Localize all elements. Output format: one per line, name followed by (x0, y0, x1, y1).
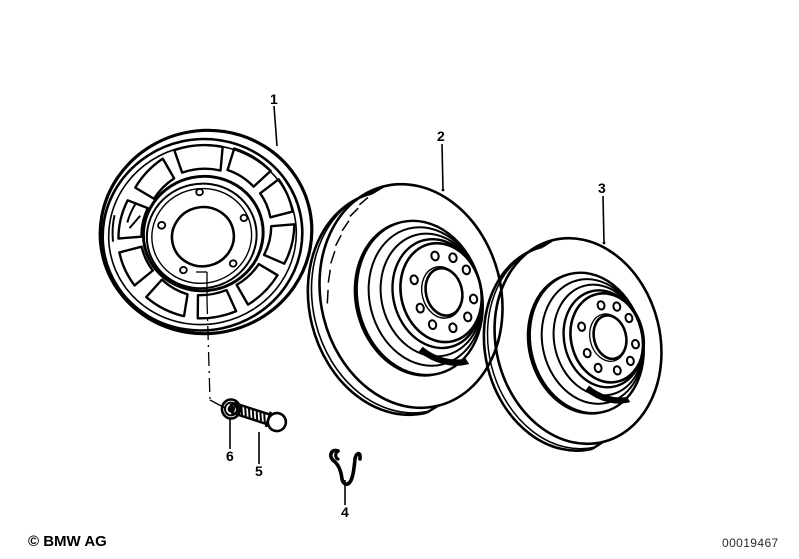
backing-plate-slots (117, 143, 296, 320)
callout-leaders (229, 105, 605, 505)
backing-plate-detail-arcs (111, 201, 141, 242)
disc-bolt-holes (409, 250, 479, 334)
callout-label-6[interactable]: 6 (226, 448, 234, 464)
part-brake-disc-vented[interactable] (284, 165, 527, 435)
disc-vent-slots (326, 188, 379, 304)
callout-label-5[interactable]: 5 (255, 463, 263, 479)
callout-label-4[interactable]: 4 (341, 504, 349, 520)
callout-label-1[interactable]: 1 (270, 91, 278, 107)
backing-plate-mounting-holes (157, 188, 249, 275)
disc-bolt-holes (577, 300, 640, 376)
part-spring-clip[interactable] (329, 448, 362, 486)
copyright-notice: © BMW AG (28, 533, 107, 550)
leader-2 (441, 143, 444, 191)
leader-1 (273, 105, 278, 147)
leader-3 (602, 195, 605, 244)
part-hex-bolt[interactable] (227, 398, 288, 433)
callout-label-3[interactable]: 3 (598, 180, 606, 196)
assembly-centerline (196, 271, 226, 409)
part-brake-disc-solid[interactable] (462, 220, 684, 468)
part-brake-backing-plate[interactable] (81, 111, 331, 354)
drawing-number: 00019467 (722, 536, 779, 550)
callout-label-2[interactable]: 2 (437, 128, 445, 144)
leader-attach-points (441, 188, 606, 245)
